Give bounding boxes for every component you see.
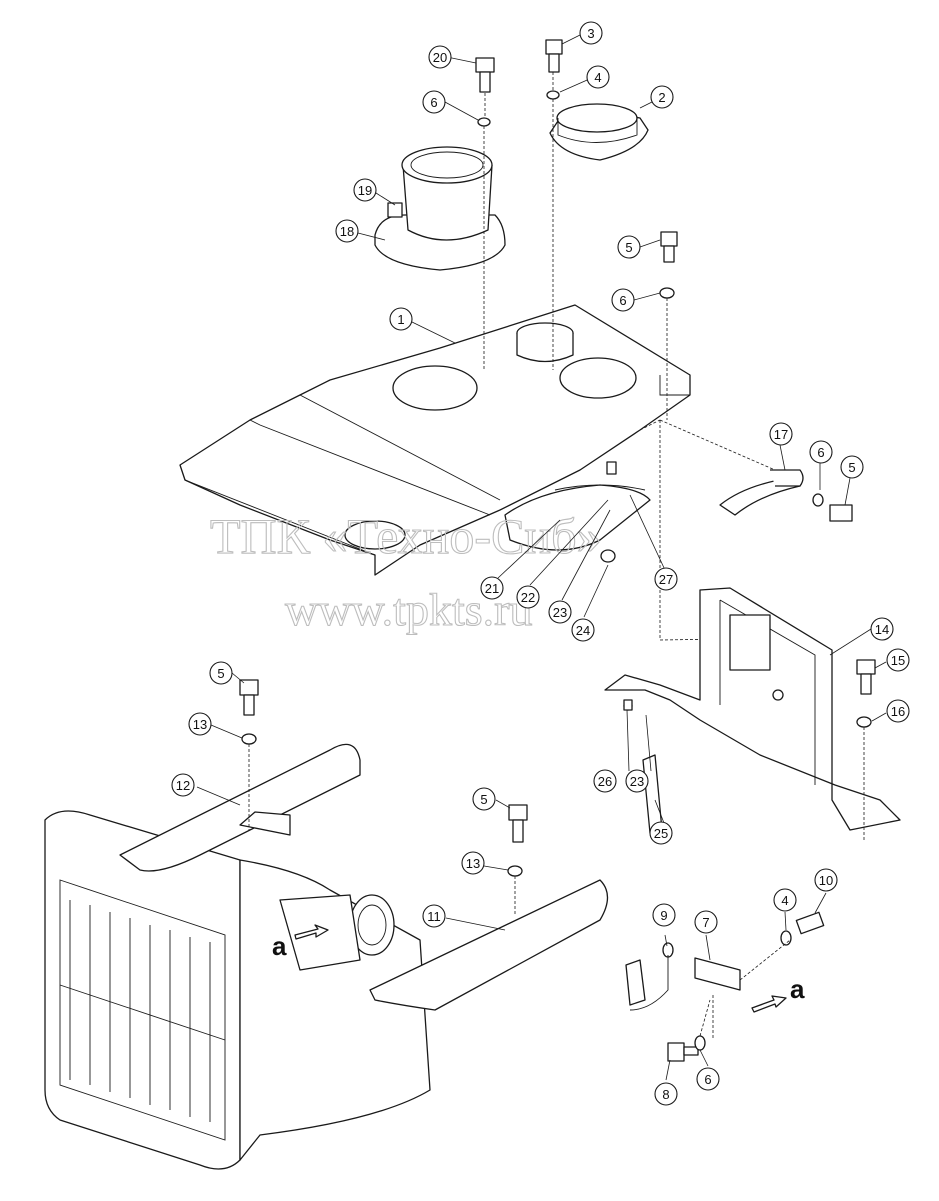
svg-text:19: 19 bbox=[358, 183, 372, 198]
bolt-15 bbox=[856, 659, 876, 675]
svg-text:15: 15 bbox=[891, 653, 905, 668]
callout-18: 18 bbox=[335, 219, 359, 243]
callout-26: 26 bbox=[593, 769, 617, 793]
callout-15: 15 bbox=[886, 648, 910, 672]
svg-text:5: 5 bbox=[848, 460, 855, 475]
svg-text:2: 2 bbox=[658, 90, 665, 105]
callout-12: 12 bbox=[171, 773, 195, 797]
hood-panel bbox=[179, 304, 691, 576]
callout-5-c: 5 bbox=[209, 661, 233, 685]
washer-6-top bbox=[477, 117, 491, 127]
svg-text:16: 16 bbox=[891, 704, 905, 719]
svg-text:8: 8 bbox=[662, 1087, 669, 1102]
callout-14: 14 bbox=[870, 617, 894, 641]
view-arrow-a-left bbox=[294, 924, 329, 940]
svg-text:6: 6 bbox=[430, 95, 437, 110]
callout-11: 11 bbox=[422, 904, 446, 928]
svg-text:25: 25 bbox=[654, 826, 668, 841]
callout-5-a: 5 bbox=[617, 235, 641, 259]
watermark-line1: ТПК «Техно-Сиб» bbox=[210, 508, 602, 564]
svg-text:23: 23 bbox=[553, 605, 567, 620]
callout-7: 7 bbox=[694, 910, 718, 934]
washer-6-a bbox=[659, 287, 675, 299]
svg-text:5: 5 bbox=[625, 240, 632, 255]
callout-8: 8 bbox=[654, 1082, 678, 1106]
callout-3: 3 bbox=[579, 21, 603, 45]
bolt-5-a bbox=[660, 231, 678, 247]
callout-6-b: 6 bbox=[809, 440, 833, 464]
svg-text:27: 27 bbox=[659, 572, 673, 587]
washer-13-a bbox=[241, 733, 257, 745]
callout-5-d: 5 bbox=[472, 787, 496, 811]
svg-text:6: 6 bbox=[817, 445, 824, 460]
svg-text:21: 21 bbox=[485, 581, 499, 596]
svg-text:3: 3 bbox=[587, 26, 594, 41]
callout-1: 1 bbox=[389, 307, 413, 331]
bolt-5-c bbox=[508, 804, 528, 821]
detail-a-hardware bbox=[625, 911, 825, 1062]
handle-bracket bbox=[719, 469, 853, 522]
view-label-a-right: a bbox=[790, 974, 805, 1004]
svg-text:5: 5 bbox=[217, 666, 224, 681]
svg-text:6: 6 bbox=[619, 293, 626, 308]
funnel-cover bbox=[504, 461, 651, 563]
radiator-housing bbox=[44, 743, 609, 1170]
svg-text:24: 24 bbox=[576, 623, 590, 638]
callout-6-c: 6 bbox=[696, 1067, 720, 1091]
bolt-26 bbox=[623, 699, 633, 711]
callout-2: 2 bbox=[650, 85, 674, 109]
svg-text:13: 13 bbox=[466, 856, 480, 871]
svg-text:13: 13 bbox=[193, 717, 207, 732]
callout-22: 22 bbox=[516, 585, 540, 609]
svg-text:7: 7 bbox=[702, 915, 709, 930]
svg-text:23: 23 bbox=[630, 774, 644, 789]
callout-13-a: 13 bbox=[188, 712, 212, 736]
callout-4-top: 4 bbox=[586, 65, 610, 89]
callout-17: 17 bbox=[769, 422, 793, 446]
callout-10: 10 bbox=[814, 868, 838, 892]
callout-4-b: 4 bbox=[773, 888, 797, 912]
callout-21: 21 bbox=[480, 576, 504, 600]
svg-text:26: 26 bbox=[598, 774, 612, 789]
washer-16 bbox=[856, 716, 872, 728]
svg-text:11: 11 bbox=[427, 909, 441, 924]
svg-text:6: 6 bbox=[704, 1072, 711, 1087]
svg-text:4: 4 bbox=[594, 70, 601, 85]
svg-text:4: 4 bbox=[781, 893, 788, 908]
view-label-a-left: a bbox=[272, 931, 287, 961]
washer-13-b bbox=[507, 865, 523, 877]
callout-25: 25 bbox=[649, 821, 673, 845]
callout-13-b: 13 bbox=[461, 851, 485, 875]
callout-20: 20 bbox=[428, 45, 452, 69]
callout-24: 24 bbox=[571, 618, 595, 642]
bolt-3 bbox=[545, 39, 563, 73]
callout-16: 16 bbox=[886, 699, 910, 723]
callout-23-b: 23 bbox=[625, 769, 649, 793]
callout-19: 19 bbox=[353, 178, 377, 202]
svg-text:22: 22 bbox=[521, 590, 535, 605]
callout-6-top: 6 bbox=[422, 90, 446, 114]
bolt-20 bbox=[475, 57, 495, 93]
svg-text:14: 14 bbox=[875, 622, 889, 637]
svg-text:9: 9 bbox=[660, 908, 667, 923]
svg-text:10: 10 bbox=[819, 873, 833, 888]
air-pipe-flange bbox=[374, 146, 506, 271]
callout-27: 27 bbox=[654, 567, 678, 591]
svg-text:1: 1 bbox=[397, 312, 404, 327]
svg-text:20: 20 bbox=[433, 50, 447, 65]
radiator-support-frame bbox=[604, 587, 901, 834]
svg-text:5: 5 bbox=[480, 792, 487, 807]
washer-4-top bbox=[546, 90, 560, 100]
callout-6-a: 6 bbox=[611, 288, 635, 312]
callout-9: 9 bbox=[652, 903, 676, 927]
callout-23-a: 23 bbox=[548, 600, 572, 624]
svg-text:18: 18 bbox=[340, 224, 354, 239]
callout-5-b: 5 bbox=[840, 455, 864, 479]
svg-text:12: 12 bbox=[176, 778, 190, 793]
view-arrow-a-right bbox=[751, 995, 787, 1013]
cap bbox=[549, 103, 649, 161]
svg-text:17: 17 bbox=[774, 427, 788, 442]
